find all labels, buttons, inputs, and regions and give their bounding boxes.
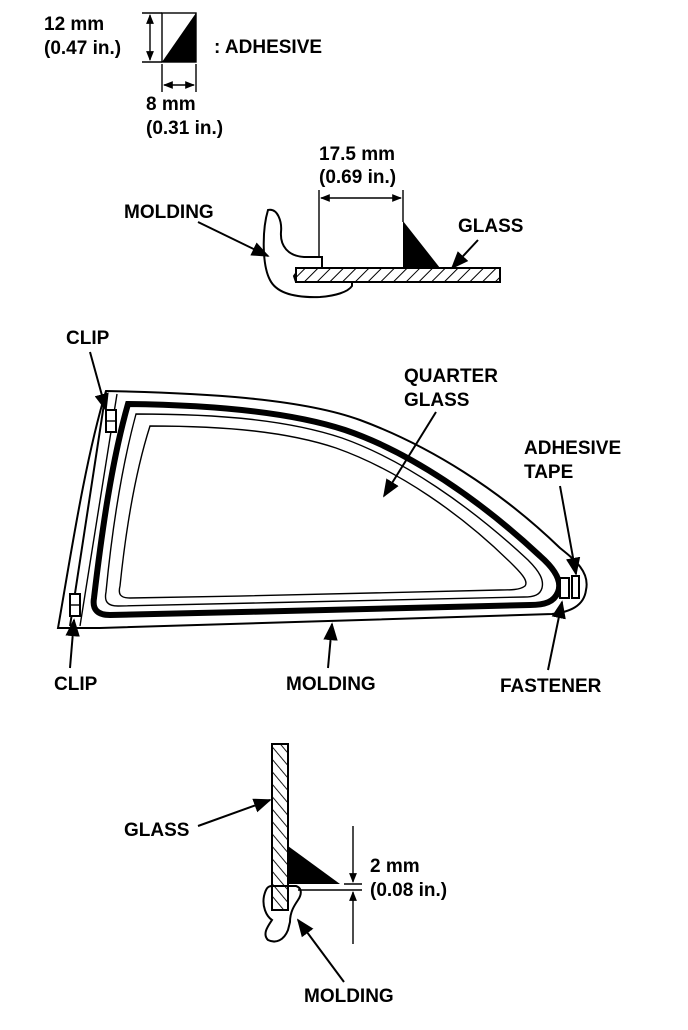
adhesive-width-mm: 8 mm: [146, 94, 196, 115]
top-dim-in: (0.69 in.): [319, 167, 396, 188]
clip-top-label: CLIP: [66, 328, 110, 349]
bottom-dim-in: (0.08 in.): [370, 880, 447, 901]
quarter-glass-label-1: QUARTER: [404, 366, 498, 387]
bottom-glass-label: GLASS: [124, 820, 189, 841]
quarter-glass-view: CLIP QUARTER GLASS ADHESIVE TAPE CLIP MO…: [54, 328, 621, 697]
bottom-glass-pane: [271, 743, 289, 911]
top-dim-mm: 17.5 mm: [319, 144, 395, 165]
molding-label: MOLDING: [286, 674, 376, 695]
bottom-molding-profile: [262, 885, 302, 943]
adhesive-tape-label-1: ADHESIVE: [524, 438, 621, 459]
fastener-icon: [559, 577, 570, 599]
fastener-label: FASTENER: [500, 676, 602, 697]
top-molding-profile: [262, 208, 353, 299]
top-molding-label: MOLDING: [124, 202, 214, 223]
top-cross-section: 17.5 mm (0.69 in.) MOLDING GLASS: [124, 144, 523, 299]
bottom-adhesive: [288, 846, 340, 884]
bottom-dim-mm: 2 mm: [370, 856, 420, 877]
top-adhesive: [403, 221, 440, 268]
quarter-seal-band: [90, 400, 563, 619]
adhesive-triangle-icon: [162, 13, 196, 62]
bottom-cross-section: 2 mm (0.08 in.) GLASS MOLDING: [124, 743, 447, 1007]
quarter-glass-label-2: GLASS: [404, 390, 469, 411]
adhesive-legend: 12 mm (0.47 in.) : ADHESIVE 8 mm (0.31 i…: [44, 12, 322, 139]
bottom-molding-label: MOLDING: [304, 986, 394, 1007]
adhesive-height-in: (0.47 in.): [44, 38, 121, 59]
adhesive-tape-label-2: TAPE: [524, 462, 573, 483]
clip-bottom-label: CLIP: [54, 674, 98, 695]
adhesive-width-in: (0.31 in.): [146, 118, 223, 139]
adhesive-label: : ADHESIVE: [214, 37, 322, 58]
quarter-glass-pane: [118, 425, 527, 599]
adhesive-tape-icon: [571, 575, 580, 599]
adhesive-height-mm: 12 mm: [44, 14, 104, 35]
top-glass-pane: [295, 267, 501, 283]
top-glass-label: GLASS: [458, 216, 523, 237]
